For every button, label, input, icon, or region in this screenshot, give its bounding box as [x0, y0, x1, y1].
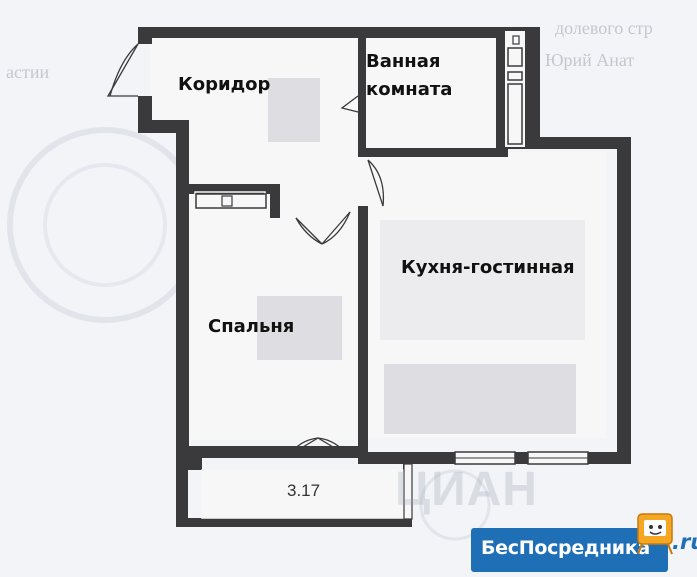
mascot-icon	[637, 513, 673, 555]
bg-emblem	[7, 127, 203, 323]
windows	[403, 451, 589, 520]
toilet-icon	[507, 71, 523, 81]
room-label-corridor: Коридор	[178, 74, 271, 95]
room-label-kitchen-living: Кухня-гостинная	[401, 257, 575, 278]
ghost-text-2: Юрий Анат	[545, 50, 635, 70]
balcony-area	[201, 469, 404, 519]
door-swing-icon	[106, 43, 139, 97]
room-label-bathroom-1: Ванная	[366, 51, 441, 72]
brand-name: БесПосредника	[481, 537, 650, 559]
room-label-bathroom-2: комната	[366, 79, 453, 100]
ghost-text-1: долевого стр	[555, 18, 653, 38]
washbasin-icon	[507, 47, 523, 67]
wall-top	[138, 27, 530, 38]
balcony-area-label: 3.17	[287, 481, 321, 500]
room-label-bedroom: Спальня	[208, 316, 295, 337]
ghost-text-3: астии	[6, 62, 50, 82]
label-patches	[257, 78, 585, 434]
doors	[106, 43, 385, 457]
watermark: ЦИАН	[395, 463, 538, 516]
brand-domain: .ru	[672, 530, 697, 554]
bathroom-fixtures	[503, 29, 527, 149]
bathtub-icon	[507, 83, 523, 145]
brand-badge[interactable]: БесПосредника	[471, 528, 668, 572]
